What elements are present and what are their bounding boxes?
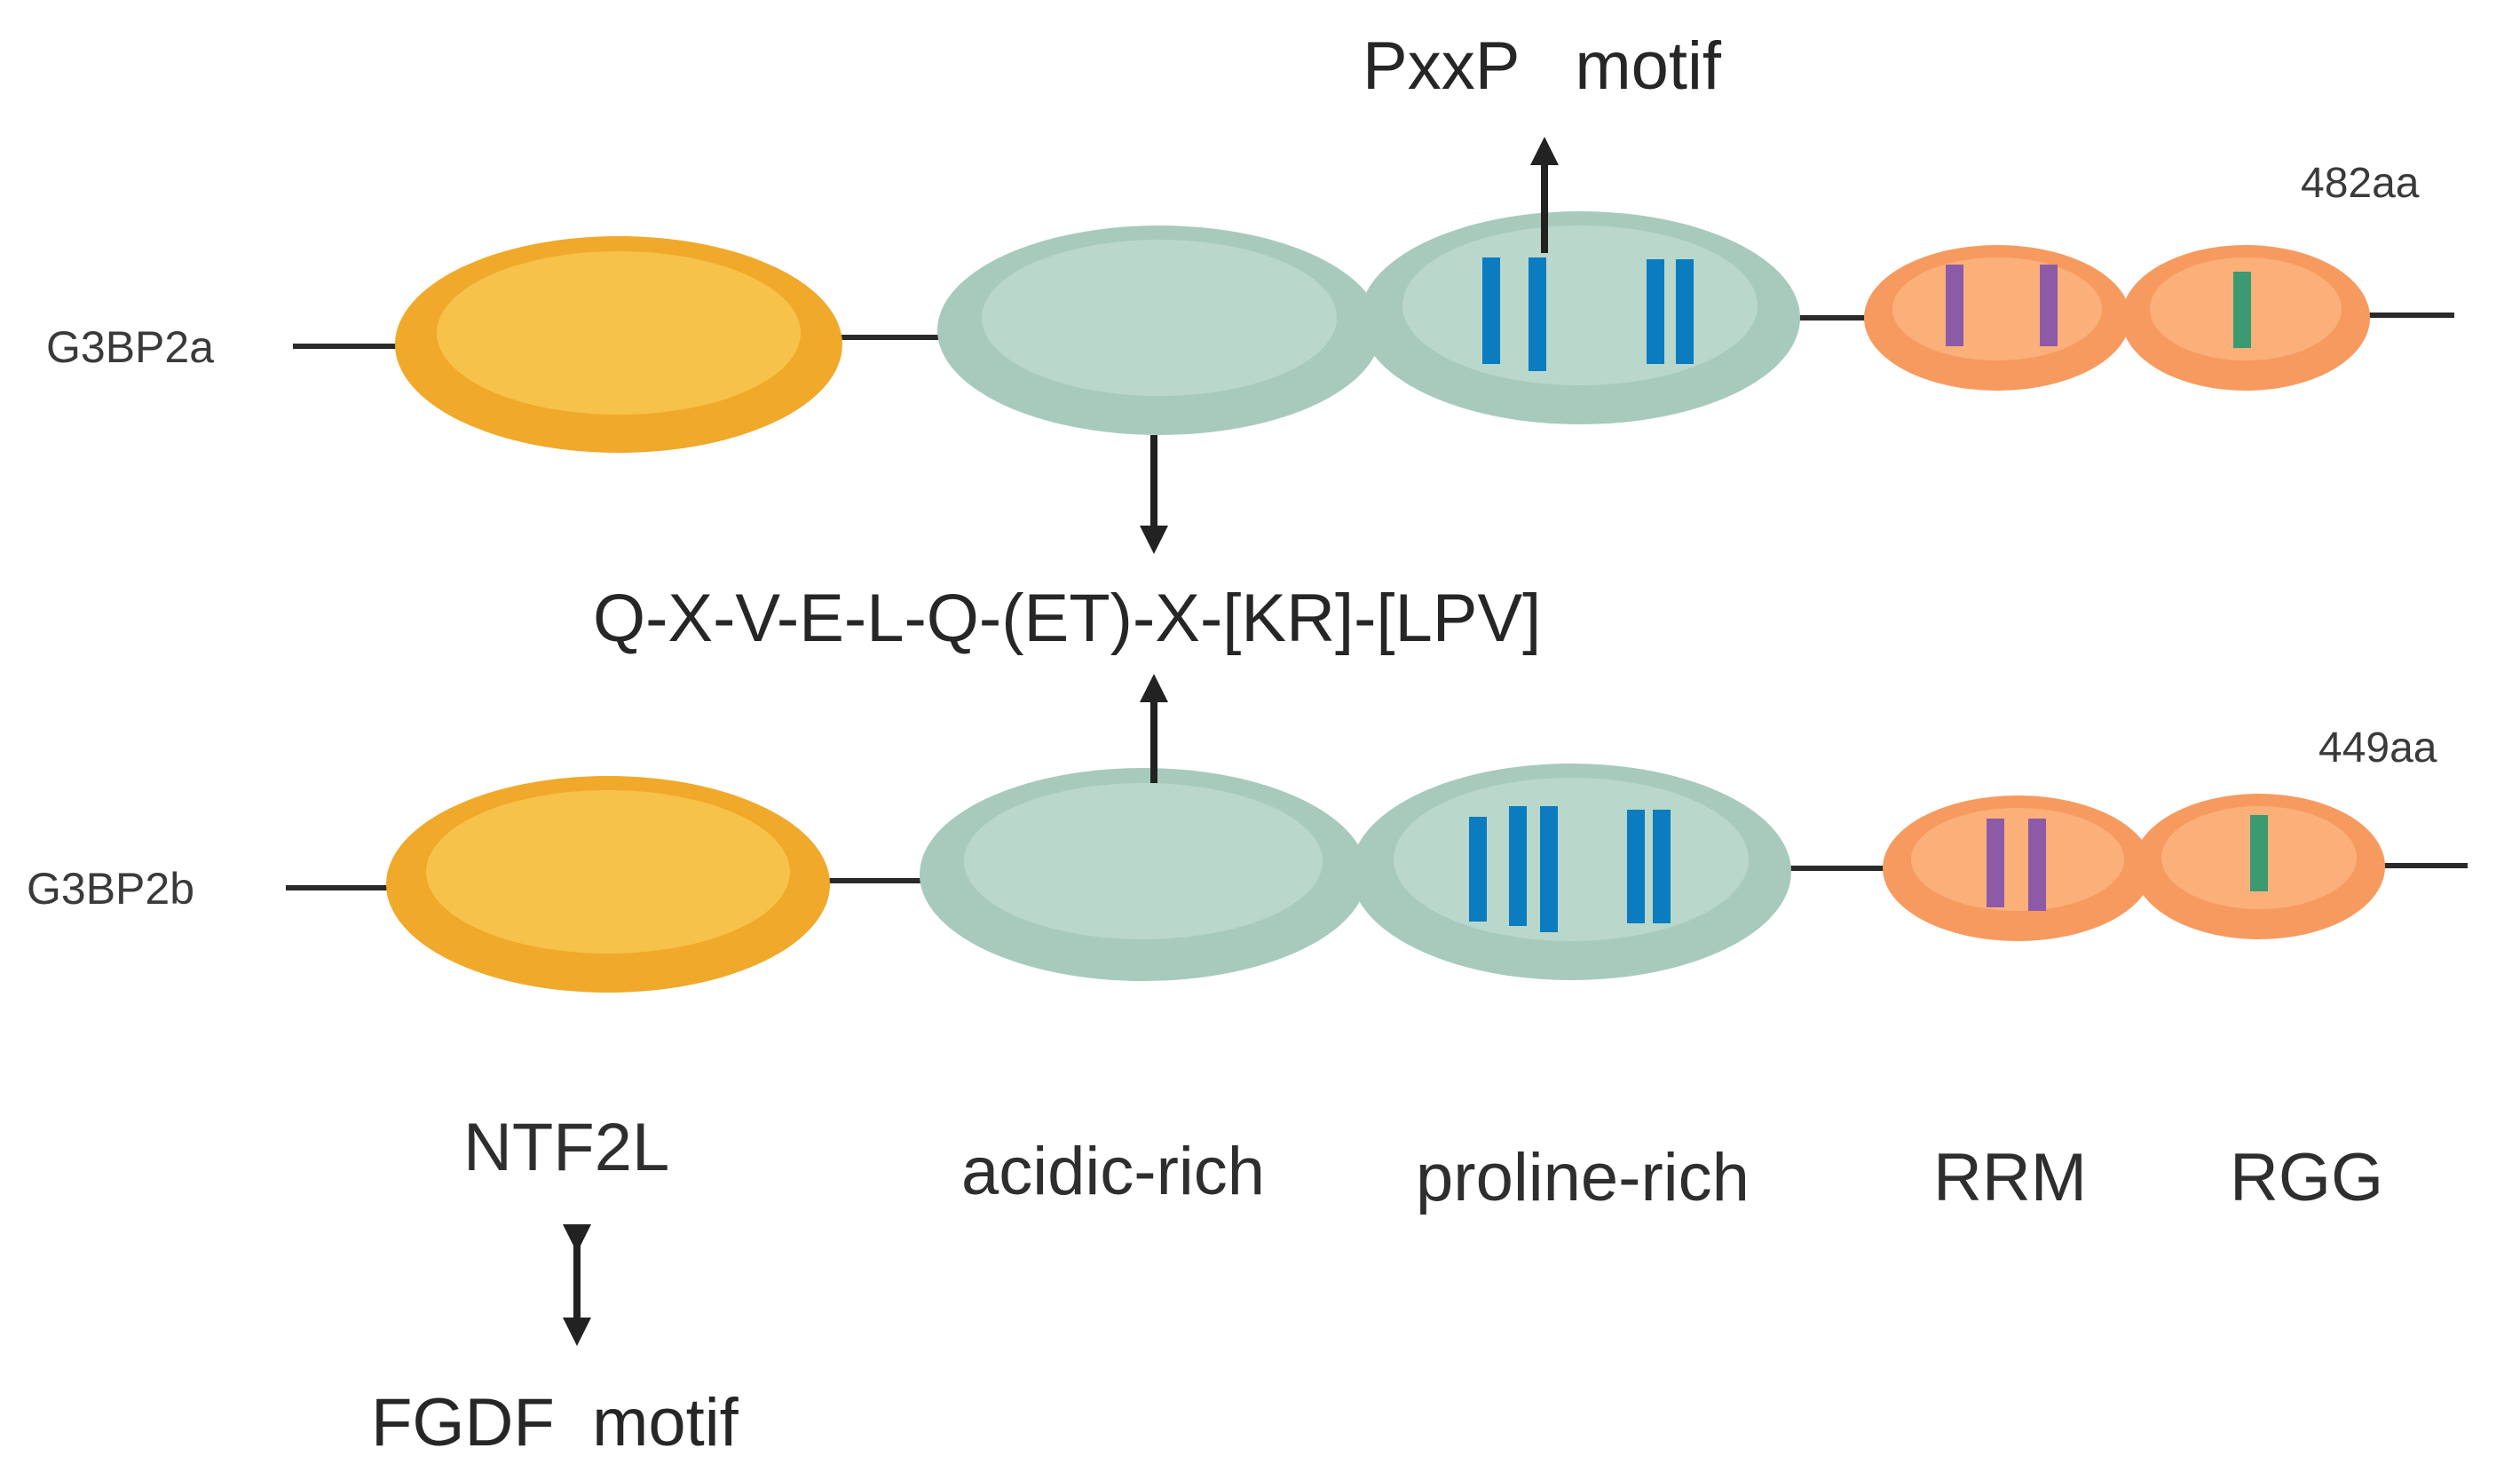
rrm-domain-g3bp2b — [1883, 795, 2153, 941]
protein-name-g3bp2a: G3BP2a — [46, 322, 214, 372]
acidic-sequence-motif-label: Q-X-V-E-L-Q-(ET)-X-[KR]-[LPV] — [593, 581, 1541, 656]
rgg-mark — [2233, 272, 2251, 348]
protein-length-g3bp2b: 449aa — [2319, 724, 2437, 772]
acidic-rich-highlight — [964, 783, 1323, 939]
domain-label-ntf2l: NTF2L — [463, 1110, 669, 1185]
protein-g3bp2a: G3BP2a — [46, 160, 2454, 453]
proline-mark — [1509, 806, 1527, 926]
proline-mark — [1540, 806, 1558, 932]
proline-mark — [1653, 810, 1671, 923]
proline-rich-domain-g3bp2b — [1351, 764, 1791, 980]
ntf2l-domain-g3bp2a — [395, 236, 842, 453]
domain-label-proline-rich: proline-rich — [1416, 1140, 1750, 1215]
pxxp-motif-label: PxxP motif — [1363, 28, 1722, 104]
rrm-mark — [2028, 819, 2046, 911]
rrm-mark — [2040, 265, 2058, 346]
proline-rich-highlight — [1402, 226, 1758, 385]
acidic-rich-highlight — [982, 240, 1337, 396]
rrm-mark — [1987, 819, 2004, 907]
proline-mark — [1627, 810, 1645, 923]
rgg-domain-g3bp2b — [2133, 794, 2385, 939]
rrm-highlight — [1892, 257, 2102, 360]
proline-rich-highlight — [1394, 778, 1749, 941]
rrm-highlight — [1911, 808, 2124, 911]
protein-g3bp2b: G3BP2b — [27, 724, 2468, 993]
ntf2l-domain-g3bp2b — [386, 776, 830, 993]
rgg-domain-g3bp2a — [2121, 245, 2370, 391]
ntf2l-highlight — [426, 790, 790, 954]
acidic-rich-domain-g3bp2b — [920, 768, 1367, 981]
proline-mark — [1529, 257, 1546, 371]
fgdf-motif-label: FGDF motif — [371, 1385, 739, 1460]
proline-mark — [1676, 259, 1694, 364]
protein-length-g3bp2a: 482aa — [2301, 160, 2420, 207]
rrm-domain-g3bp2a — [1864, 245, 2130, 391]
domain-label-rgg: RGG — [2230, 1140, 2383, 1215]
domain-label-acidic-rich: acidic-rich — [961, 1134, 1265, 1209]
proline-mark — [1482, 257, 1500, 364]
proline-rich-domain-g3bp2a — [1360, 211, 1800, 424]
protein-name-g3bp2b: G3BP2b — [27, 864, 194, 914]
proline-mark — [1469, 817, 1487, 922]
domain-label-rrm: RRM — [1933, 1140, 2087, 1215]
ntf2l-highlight — [437, 251, 801, 415]
acidic-rich-domain-g3bp2a — [937, 226, 1381, 435]
rgg-mark — [2250, 815, 2268, 891]
proline-mark — [1647, 259, 1664, 364]
rrm-mark — [1946, 265, 1963, 346]
